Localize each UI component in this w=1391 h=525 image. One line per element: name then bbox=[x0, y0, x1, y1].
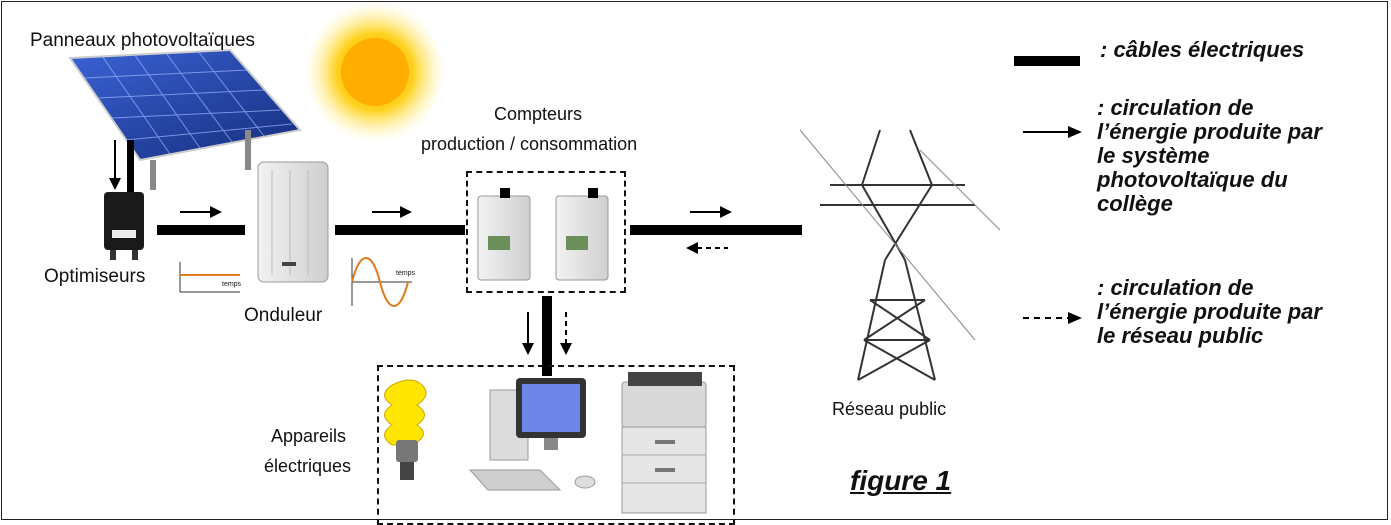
dc-graph-icon bbox=[179, 262, 240, 293]
figure-caption: figure 1 bbox=[850, 465, 952, 496]
consumption-meter-icon bbox=[555, 188, 609, 281]
legend-pv-flow-text: : circulation de l’énergie produite par … bbox=[1097, 96, 1322, 216]
grid-flow-arrow-1 bbox=[686, 242, 728, 254]
meters-label-line1: Compteurs bbox=[494, 104, 583, 124]
meters-label-line2: production / consommation bbox=[421, 134, 638, 154]
legend-grid-flow-line-1: : circulation de bbox=[1097, 275, 1254, 300]
computer-icon bbox=[468, 378, 596, 491]
inverter-label: Onduleur bbox=[244, 305, 323, 326]
pv-flow-arrow-3 bbox=[690, 206, 732, 218]
optimizer-inverter-cable bbox=[157, 225, 245, 235]
legend-grid-flow-line-2: l’énergie produite par bbox=[1097, 299, 1322, 324]
pv-flow-arrow-4 bbox=[522, 312, 534, 355]
pv-flow-arrow-1 bbox=[180, 206, 222, 218]
light-bulb-icon bbox=[384, 379, 427, 480]
inverter-icon bbox=[257, 161, 329, 283]
legend-pv-flow-line-2: l’énergie produite par bbox=[1097, 119, 1322, 144]
devices-label-line1: Appareils bbox=[271, 426, 347, 446]
legend-cable-text: : câbles électriques bbox=[1100, 37, 1305, 62]
grid-label: Réseau public bbox=[832, 399, 947, 419]
legend-pv-flow-line-5: collège bbox=[1097, 191, 1173, 216]
grid-flow-arrow-2 bbox=[560, 312, 572, 355]
legend-pv-flow-arrow bbox=[1023, 126, 1082, 138]
production-meter-icon bbox=[477, 188, 531, 281]
legend-grid-flow-text: : circulation de l’énergie produite par … bbox=[1097, 276, 1322, 348]
panel-optimizer-cable bbox=[127, 140, 134, 198]
meters-grid-cable bbox=[630, 225, 802, 235]
optimizers-label: Optimiseurs bbox=[44, 266, 146, 287]
meters-devices-cable bbox=[542, 296, 552, 376]
meters-box bbox=[466, 171, 626, 293]
optimizer-icon bbox=[104, 192, 144, 260]
solar-panel-icon bbox=[68, 48, 302, 190]
legend-pv-flow-line-3: le système bbox=[1097, 143, 1210, 168]
legend-grid-flow-line-3: le réseau public bbox=[1097, 323, 1264, 348]
panels-label: Panneaux photovoltaïques bbox=[30, 30, 256, 51]
pv-flow-arrow-2 bbox=[372, 206, 412, 218]
legend-cable-symbol bbox=[1014, 56, 1080, 66]
legend-pv-flow-line-1: : circulation de bbox=[1097, 95, 1254, 120]
printer-icon bbox=[621, 372, 707, 514]
pylon-icon bbox=[799, 129, 1001, 381]
ac-graph-icon bbox=[351, 257, 412, 307]
panel-to-optimizer-arrow bbox=[109, 140, 121, 190]
devices-label-line2: électriques bbox=[264, 456, 352, 476]
devices-box bbox=[377, 365, 735, 525]
sun-icon bbox=[305, 2, 445, 142]
legend-pv-flow-line-4: photovoltaïque du bbox=[1097, 167, 1288, 192]
inverter-meters-cable bbox=[335, 225, 465, 235]
legend-grid-flow-arrow bbox=[1023, 312, 1082, 324]
dc-graph-axis-label: temps bbox=[222, 281, 242, 288]
ac-graph-axis-label: temps bbox=[396, 270, 416, 277]
